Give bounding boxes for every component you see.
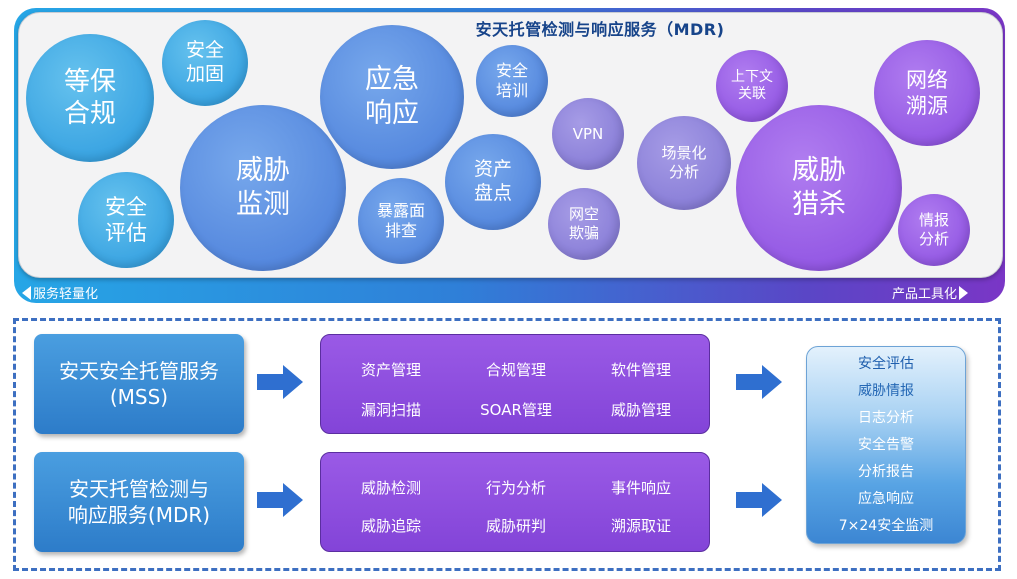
service-lightweight-text: 服务轻量化	[33, 287, 99, 302]
product-tooling-text: 产品工具化	[892, 287, 958, 302]
bubble-threat-hunting: 威胁 猎杀	[736, 105, 902, 271]
mdr-title: 安天托管检测与响应服务（MDR)	[475, 20, 725, 39]
arrow-right-icon	[736, 483, 782, 517]
outputs-box: 安全评估 威胁情报 日志分析 安全告警 分析报告 应急响应 7×24安全监测	[806, 346, 966, 544]
mss-service-box: 安天安全托管服务 (MSS)	[34, 334, 244, 434]
function-item: 合规管理	[485, 361, 546, 379]
mdr-title-line2: 响应服务(MDR)	[67, 503, 211, 527]
function-item: 威胁检测	[360, 479, 421, 497]
left-direction-label: 服务轻量化	[22, 283, 98, 302]
bubble-cyber-deception: 网空 欺骗	[548, 188, 620, 260]
function-item: 软件管理	[610, 361, 671, 379]
right-direction-label: 产品工具化	[892, 283, 969, 302]
function-item: 事件响应	[610, 479, 671, 497]
right-arrow-icon	[959, 285, 969, 300]
output-item: 安全告警	[858, 437, 914, 453]
mss-title: 安天安全托管服务	[59, 359, 219, 383]
bubble-vpn: VPN	[552, 98, 624, 170]
function-item: SOAR管理	[480, 401, 552, 419]
bubble-scenario-analysis: 场景化 分析	[637, 116, 731, 210]
bubble-assessment: 安全 评估	[78, 172, 174, 268]
bubble-security-training: 安全 培训	[476, 45, 548, 117]
mdr-title-line1: 安天托管检测与	[69, 477, 209, 501]
bubble-compliance: 等保 合规	[26, 34, 154, 162]
bubble-network-tracing: 网络 溯源	[874, 40, 980, 146]
function-item: 威胁管理	[610, 401, 671, 419]
function-item: 漏洞扫描	[360, 401, 421, 419]
output-item: 分析报告	[858, 464, 914, 480]
mdr-service-box: 安天托管检测与 响应服务(MDR)	[34, 452, 244, 552]
arrow-right-icon	[257, 483, 303, 517]
left-arrow-icon	[22, 285, 31, 300]
output-item: 安全评估	[858, 356, 914, 372]
bubble-intel-analysis: 情报 分析	[898, 194, 970, 266]
function-item: 行为分析	[485, 479, 546, 497]
function-item: 溯源取证	[610, 517, 671, 535]
arrow-right-icon	[736, 365, 782, 399]
arrow-right-icon	[257, 365, 303, 399]
bubble-context-correlation: 上下文 关联	[716, 50, 788, 122]
function-item: 资产管理	[360, 361, 421, 379]
output-item: 日志分析	[858, 410, 914, 426]
service-flow-frame	[13, 318, 1001, 571]
bubble-asset-inventory: 资产 盘点	[445, 134, 541, 230]
bubble-exposure-check: 暴露面 排查	[358, 178, 444, 264]
function-item: 威胁追踪	[360, 517, 421, 535]
mdr-functions-box: 威胁检测 行为分析 事件响应 威胁追踪 威胁研判 溯源取证	[320, 452, 710, 552]
bubble-hardening: 安全 加固	[162, 20, 248, 106]
mss-subtitle: (MSS)	[109, 385, 169, 409]
bubble-threat-monitoring: 威胁 监测	[180, 105, 346, 271]
output-item: 应急响应	[858, 491, 914, 507]
output-item: 威胁情报	[858, 383, 914, 399]
bubble-emergency-response: 应急 响应	[320, 25, 464, 169]
output-item: 7×24安全监测	[838, 518, 934, 534]
mss-functions-box: 资产管理 合规管理 软件管理 漏洞扫描 SOAR管理 威胁管理	[320, 334, 710, 434]
function-item: 威胁研判	[485, 517, 546, 535]
